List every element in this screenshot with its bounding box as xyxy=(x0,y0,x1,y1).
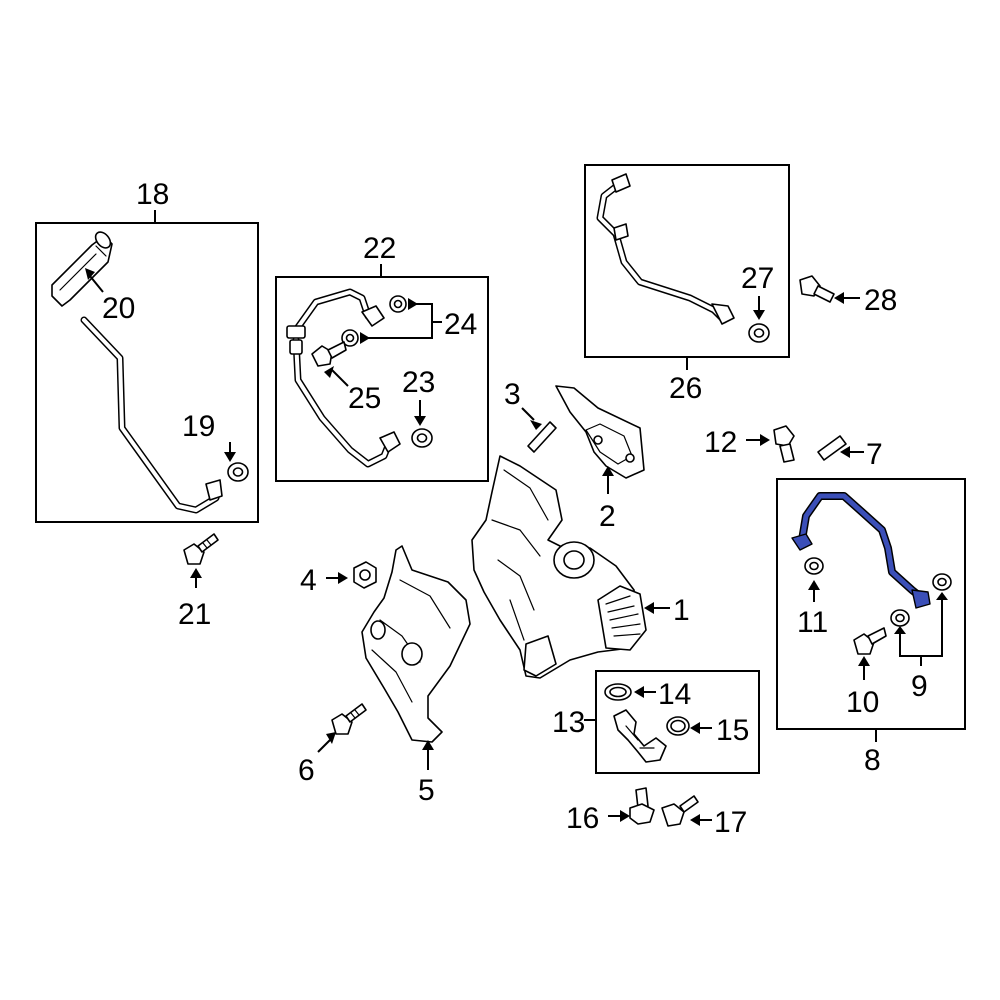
callout-2[interactable]: 2 xyxy=(599,500,616,533)
callout-26[interactable]: 26 xyxy=(669,372,702,405)
callout-20[interactable]: 20 xyxy=(102,292,135,325)
callout-3[interactable]: 3 xyxy=(504,378,521,411)
part-24-washers[interactable] xyxy=(341,295,407,347)
callout-9[interactable]: 9 xyxy=(911,670,928,703)
part-2-turbo-gasket[interactable] xyxy=(555,385,645,479)
callout-27[interactable]: 27 xyxy=(741,262,774,295)
callout-12[interactable]: 12 xyxy=(704,426,737,459)
part-7-stud[interactable] xyxy=(817,435,847,461)
callout-14[interactable]: 14 xyxy=(658,678,691,711)
part-26-oil-return-tube[interactable] xyxy=(596,173,735,325)
part-12-bolt[interactable] xyxy=(773,425,795,463)
part-20-hose-fitting[interactable] xyxy=(51,229,113,307)
group-18-box: 18 20 19 xyxy=(35,178,259,523)
part-6-flange-bolt[interactable] xyxy=(331,703,367,735)
part-3-stud[interactable] xyxy=(527,421,557,453)
callout-21[interactable]: 21 xyxy=(178,598,211,631)
callout-22[interactable]: 22 xyxy=(363,232,396,265)
part-23-washer[interactable] xyxy=(411,428,433,448)
part-15-o-ring[interactable] xyxy=(666,716,690,736)
callout-25[interactable]: 25 xyxy=(348,382,381,415)
callout-15[interactable]: 15 xyxy=(716,714,749,747)
group-26-box: 26 27 xyxy=(584,164,790,405)
group-22-box: 22 24 25 xyxy=(275,232,489,482)
part-18-coolant-tube[interactable] xyxy=(80,316,223,514)
callout-4[interactable]: 4 xyxy=(300,564,317,597)
callout-6[interactable]: 6 xyxy=(298,754,315,787)
part-17-flange-bolt[interactable] xyxy=(661,795,699,827)
group-13-box: 13 14 15 xyxy=(552,670,760,774)
callout-24[interactable]: 24 xyxy=(444,308,477,341)
part-9-washers[interactable] xyxy=(890,573,952,627)
callout-7[interactable]: 7 xyxy=(866,438,883,471)
part-28-flange-bolt[interactable] xyxy=(799,275,835,303)
callout-5[interactable]: 5 xyxy=(418,774,435,807)
callout-18[interactable]: 18 xyxy=(136,178,169,211)
part-10-bolt[interactable] xyxy=(853,627,887,655)
part-14-o-ring[interactable] xyxy=(604,683,632,701)
callout-10[interactable]: 10 xyxy=(846,686,879,719)
callout-1[interactable]: 1 xyxy=(673,594,690,627)
part-11-washer[interactable] xyxy=(804,557,824,575)
callout-11[interactable]: 11 xyxy=(797,606,828,639)
callout-23[interactable]: 23 xyxy=(402,366,435,399)
part-19-washer[interactable] xyxy=(227,462,249,482)
part-27-washer[interactable] xyxy=(748,323,770,343)
part-13-fitting[interactable] xyxy=(613,709,667,763)
part-22-oil-feed-tube[interactable] xyxy=(286,288,401,468)
part-8-highlighted-oil-line[interactable] xyxy=(791,492,931,609)
part-16-bolt[interactable] xyxy=(629,787,655,825)
callout-16[interactable]: 16 xyxy=(566,802,599,835)
callout-8[interactable]: 8 xyxy=(864,744,881,777)
part-21-flange-bolt[interactable] xyxy=(183,533,219,565)
callout-19[interactable]: 19 xyxy=(182,410,215,443)
callout-17[interactable]: 17 xyxy=(714,806,747,839)
callout-13[interactable]: 13 xyxy=(552,706,585,739)
part-5-heat-shield[interactable] xyxy=(361,545,471,743)
part-1-turbocharger[interactable] xyxy=(471,455,647,679)
callout-28[interactable]: 28 xyxy=(864,284,897,317)
part-4-nut[interactable] xyxy=(353,561,377,589)
group-8-box: 8 11 9 10 xyxy=(776,478,966,777)
part-25-banjo-bolt[interactable] xyxy=(311,341,347,367)
